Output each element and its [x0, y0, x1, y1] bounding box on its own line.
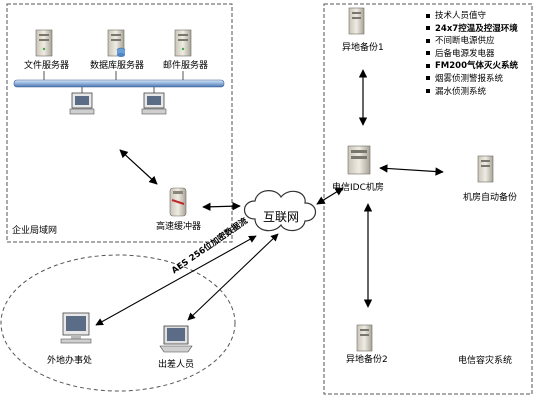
auto-backup-server-icon: [477, 155, 494, 183]
buffer-label: 高速缓冲器: [156, 222, 202, 232]
laptop-icon: [159, 325, 193, 353]
lan-title: 企业局域网: [12, 226, 58, 236]
telecom-boundary: [323, 3, 533, 395]
idc-server-icon: [347, 145, 371, 175]
feature-item: FM200气体灭火系统: [426, 60, 518, 73]
feature-item: 技术人员值守: [426, 10, 518, 23]
mail-server-icon: [174, 29, 192, 57]
workstation-icon-right: [141, 87, 167, 115]
file-server-icon: [35, 29, 53, 57]
telecom-title: 电信容灾系统: [458, 356, 513, 366]
remote-office-label: 外地办事处: [47, 356, 93, 366]
lan-bus: [13, 79, 225, 88]
feature-item: 不间断电源供应: [426, 35, 518, 48]
offsite-backup2-label: 异地备份2: [346, 355, 388, 365]
feature-item: 烟雾侦测警报系统: [426, 73, 518, 86]
internet-label: 互联网: [263, 210, 300, 224]
offsite-backup1-label: 异地备份1: [342, 43, 384, 53]
idc-label: 电信IDC机房: [332, 183, 384, 193]
offsite-backup1-server-icon: [348, 7, 365, 35]
feature-item: 漏水侦测系统: [426, 86, 518, 99]
travel-staff-label: 出差人员: [158, 360, 195, 370]
remote-boundary: [0, 254, 236, 392]
database-server-icon: [107, 29, 126, 57]
auto-backup-label: 机房自动备份: [463, 193, 518, 203]
file-server-label: 文件服务器: [24, 61, 70, 71]
lan-boundary: [6, 3, 233, 243]
feature-list: 技术人员值守 24x7控温及控湿环境 不间断电源供应 后备电源发电器 FM200…: [426, 10, 518, 98]
feature-item: 后备电源发电器: [426, 48, 518, 61]
buffer-server-icon: [169, 187, 187, 217]
feature-item: 24x7控温及控湿环境: [426, 23, 518, 36]
internet-cloud-icon: [243, 190, 317, 232]
remote-office-computer-icon: [60, 312, 92, 344]
offsite-backup2-server-icon: [356, 324, 373, 352]
database-server-label: 数据库服务器: [90, 61, 145, 71]
mail-server-label: 邮件服务器: [163, 61, 209, 71]
workstation-icon-left: [69, 87, 95, 115]
